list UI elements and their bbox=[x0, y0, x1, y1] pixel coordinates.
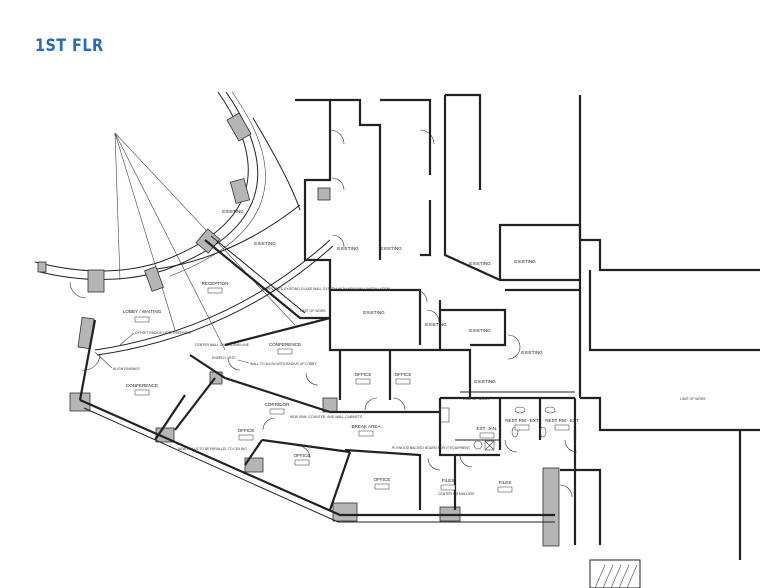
room-files: FILES bbox=[442, 478, 455, 483]
room-existing: EXISTING bbox=[514, 259, 536, 264]
room-conference: CONFERENCE bbox=[126, 383, 158, 388]
note: LIMIT OF WORK bbox=[463, 397, 489, 401]
note: LIMIT OF WORK bbox=[300, 309, 326, 313]
room-office: OFFICE bbox=[355, 372, 372, 377]
room-office: OFFICE bbox=[238, 428, 255, 433]
note: ENERGY VEST bbox=[212, 356, 236, 360]
note: CENTER WALL ON COLUMN LINE bbox=[195, 343, 250, 347]
walls bbox=[78, 93, 760, 560]
room-office: OFFICE bbox=[374, 477, 391, 482]
stairs bbox=[589, 559, 641, 588]
room-existing: EXISTING bbox=[380, 246, 402, 251]
room-existing: EXISTING bbox=[469, 328, 491, 333]
note: CENTER ON MULLION bbox=[438, 492, 475, 496]
room-office: OFFICE bbox=[294, 453, 311, 458]
radius-lines bbox=[114, 132, 296, 351]
room-ext-jan: EXT. JAN. bbox=[477, 426, 498, 431]
doors bbox=[69, 129, 578, 498]
room-lobby-waiting: LOBBY / WAITING bbox=[123, 309, 162, 314]
room-corridor: CORRIDOR bbox=[264, 402, 290, 407]
room-files: FILES bbox=[499, 480, 512, 485]
note: WALL TO ALIGN WITH RADIUS OF LOBBY bbox=[250, 362, 317, 366]
room-existing: EXISTING bbox=[521, 350, 543, 355]
room-existing: EXISTING bbox=[337, 246, 359, 251]
room-rest-rm: REST RM - EXT bbox=[545, 418, 579, 423]
room-break-area: BREAK AREA bbox=[351, 424, 381, 429]
room-existing: EXISTING bbox=[254, 241, 276, 246]
note: LIMIT OF WORK bbox=[680, 397, 706, 401]
room-existing: EXISTING bbox=[425, 322, 447, 327]
room-existing: EXISTING bbox=[469, 261, 491, 266]
note: ALIGN FINISHES bbox=[113, 367, 140, 371]
room-office: OFFICE bbox=[395, 372, 412, 377]
note: PLYWOOD BACKED BOARD FOR IT EQUIPMENT bbox=[392, 446, 470, 450]
restroom-fixtures bbox=[439, 406, 556, 451]
room-reception: RECEPTION bbox=[202, 281, 229, 286]
room-existing: EXISTING bbox=[363, 310, 385, 315]
room-existing: EXISTING bbox=[222, 209, 244, 214]
room-rest-rm: REST RM - EXT bbox=[505, 418, 539, 423]
floor-title: 1ST FLR bbox=[35, 36, 104, 56]
atrium-arcs bbox=[34, 91, 334, 356]
note: NEW WALLS TO BE PARALLEL TO CEILING bbox=[178, 447, 247, 451]
room-labels: RECEPTION LOBBY / WAITING CONFERENCE CON… bbox=[123, 209, 579, 493]
note: CORPORATE EXISTING GLASS WALL SYSTEM WIT… bbox=[262, 287, 391, 291]
room-existing: EXISTING bbox=[474, 379, 496, 384]
note: NEW SINK, COUNTER, AND WALL CABINETS bbox=[290, 415, 363, 419]
room-conference: CONFERENCE bbox=[269, 342, 301, 347]
annotations: ALIGN FINISHES OFFSET RADIUS OF STOREFRO… bbox=[94, 287, 706, 496]
note: OFFSET RADIUS OF STOREFRONT bbox=[135, 331, 192, 335]
